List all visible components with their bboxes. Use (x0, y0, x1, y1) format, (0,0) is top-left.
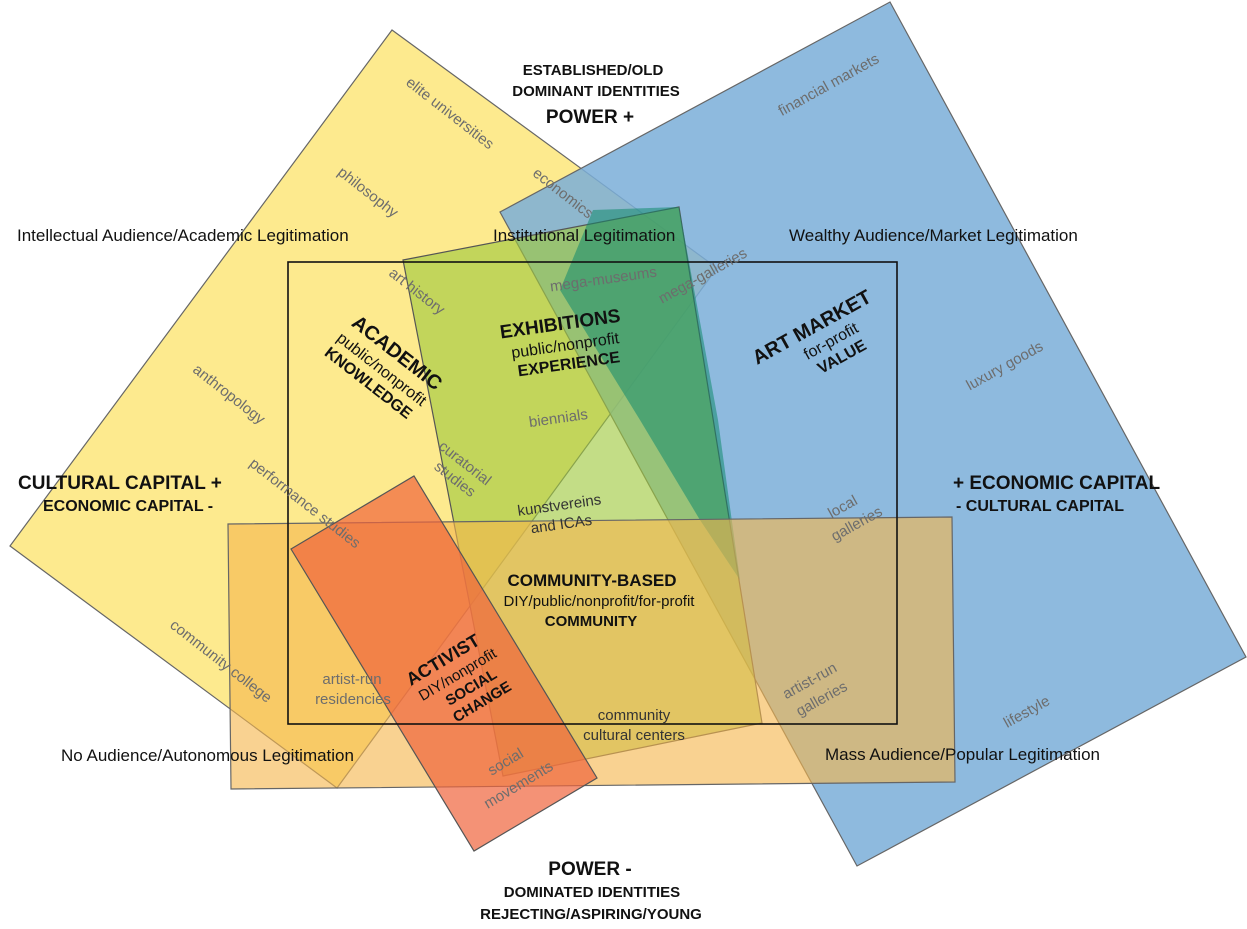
community-cultural-centers-label1: community (598, 707, 671, 724)
art-market-region (499, 1, 1247, 867)
right-cultural-capital: - CULTURAL CAPITAL (956, 498, 1124, 515)
community-based-tag: COMMUNITY (545, 613, 638, 630)
community-based-sub: DIY/public/nonprofit/for-profit (504, 593, 696, 610)
audience-wealthy: Wealthy Audience/Market Legitimation (789, 226, 1078, 245)
bottom-line2: DOMINATED IDENTITIES (504, 884, 680, 901)
top-power: POWER + (546, 107, 634, 128)
exhibitions-market-overlap (560, 207, 740, 580)
audience-none: No Audience/Autonomous Legitimation (61, 746, 354, 765)
audience-mass: Mass Audience/Popular Legitimation (825, 745, 1100, 764)
audience-intellectual: Intellectual Audience/Academic Legitimat… (17, 226, 349, 245)
activist-region (290, 475, 598, 852)
top-line1: ESTABLISHED/OLD (523, 62, 664, 79)
artist-run-residencies-label2: residencies (315, 691, 391, 708)
bottom-power: POWER - (548, 859, 631, 880)
left-cultural-capital: CULTURAL CAPITAL + (18, 473, 222, 494)
top-line2: DOMINANT IDENTITIES (512, 83, 680, 100)
community-cultural-centers-label2: cultural centers (583, 727, 685, 744)
community-based-title: COMMUNITY-BASED (507, 571, 676, 590)
right-economic-capital: + ECONOMIC CAPITAL (953, 473, 1160, 494)
left-economic-capital: ECONOMIC CAPITAL - (43, 498, 213, 515)
audience-institutional: Institutional Legitimation (493, 226, 675, 245)
central-frame (287, 261, 898, 725)
artist-run-residencies-label1: artist-run (322, 671, 381, 688)
bottom-line3: REJECTING/ASPIRING/YOUNG (480, 906, 702, 923)
